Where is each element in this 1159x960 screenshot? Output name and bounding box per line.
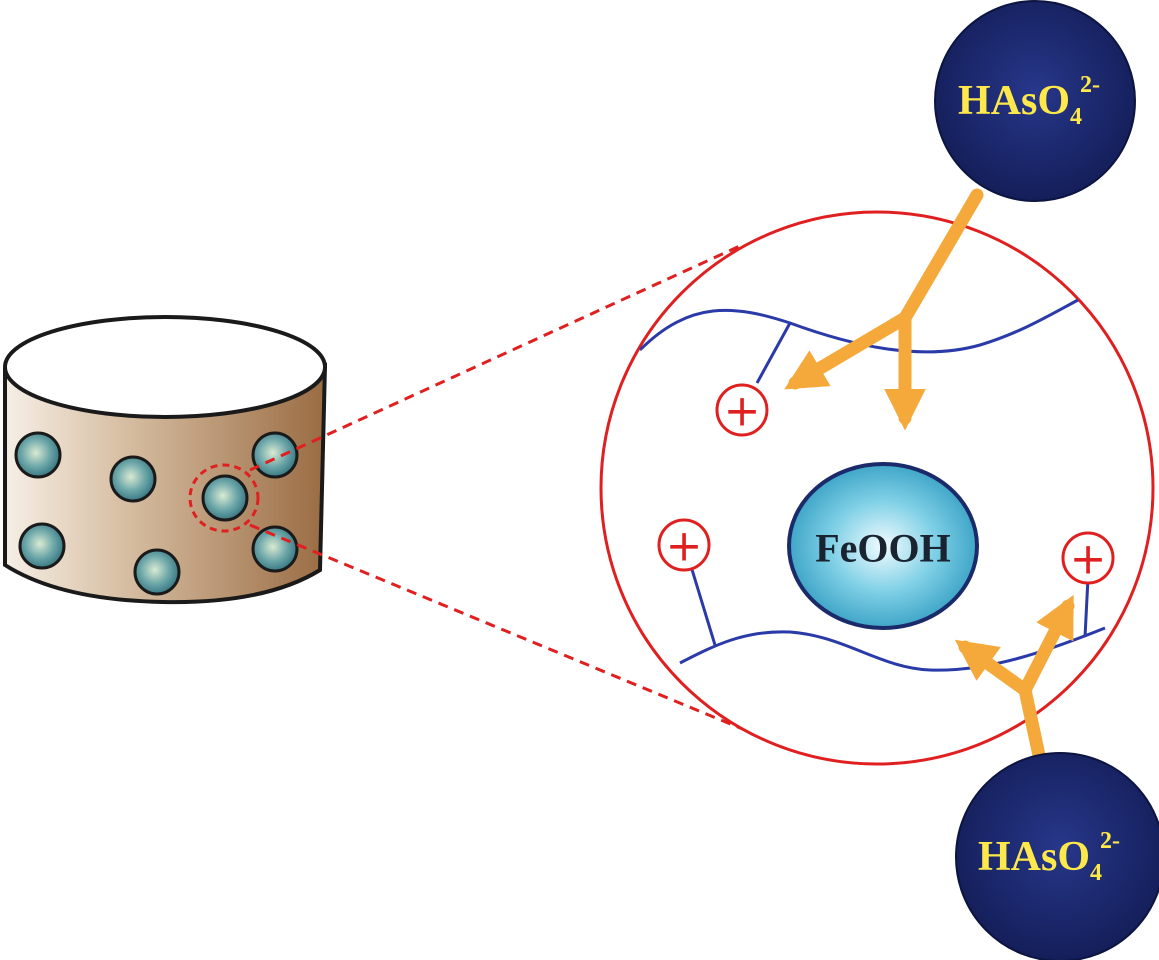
- charge-symbol: +: [1070, 534, 1107, 585]
- feooh-particle: [14, 431, 62, 479]
- feooh-particle: [109, 455, 157, 503]
- polymer-chain-bottom: [679, 626, 1106, 672]
- cylinder-body: [3, 362, 328, 605]
- tether: [755, 322, 792, 384]
- adsorption-arrows-bottom: [954, 594, 1075, 767]
- arrow-to-charge: [1018, 594, 1075, 697]
- arsenate-anion-bottom: HAsO4 2-: [955, 752, 1159, 960]
- positive-charge: +: [657, 518, 711, 572]
- anion-subscript: 4: [1090, 860, 1102, 886]
- anion-base: HAsO: [978, 834, 1090, 880]
- anion-subscript: 4: [1070, 104, 1082, 130]
- positive-charge: +: [715, 383, 769, 437]
- charge-symbol: +: [666, 521, 703, 572]
- zoom-line-top: [249, 243, 743, 472]
- anion-base: HAsO: [958, 78, 1070, 124]
- anion-superscript: 2-: [1100, 828, 1120, 854]
- arrow-to-core: [954, 639, 1032, 697]
- anion-superscript: 2-: [1080, 72, 1100, 98]
- zoom-highlight: [188, 463, 260, 533]
- tether: [1083, 577, 1090, 638]
- adsorption-arrows-top: [784, 188, 984, 431]
- anion-formula: HAsO4 2-: [958, 72, 1100, 130]
- feooh-particle: [201, 474, 249, 522]
- anion-formula: HAsO4 2-: [978, 828, 1120, 886]
- zoom-line-bottom: [249, 523, 746, 732]
- feooh-particle: [251, 525, 299, 573]
- feooh-particle: [251, 431, 299, 479]
- feooh-core: FeOOH: [787, 462, 979, 630]
- feooh-label: FeOOH: [815, 526, 951, 571]
- resin-cylinder: [3, 315, 328, 605]
- cylinder-top: [3, 315, 327, 419]
- feooh-particle: [18, 522, 66, 570]
- arrow-to-charge: [784, 311, 912, 390]
- positive-charge: +: [1061, 531, 1115, 585]
- arsenate-anion-top: HAsO4 2-: [934, 0, 1136, 202]
- charge-symbol: +: [724, 386, 761, 437]
- tether: [688, 562, 717, 646]
- feooh-particle: [133, 548, 181, 596]
